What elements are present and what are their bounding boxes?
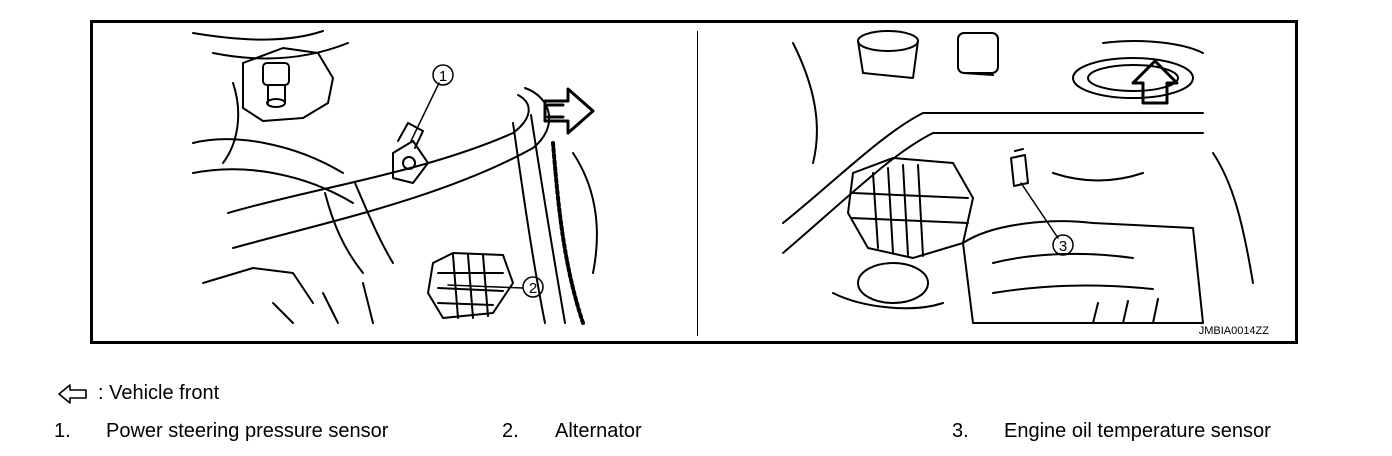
legend-item-3-number: 3. [952, 420, 969, 442]
callout-1: 1 [432, 64, 454, 86]
figure-id-label: JMBIA0014ZZ [1198, 325, 1269, 337]
vehicle-front-label: : Vehicle front [98, 382, 220, 404]
callout-3: 3 [1052, 234, 1074, 256]
svg-text:2: 2 [529, 280, 537, 297]
legend-item-1-number: 1. [54, 420, 71, 442]
left-panel-drawing [192, 30, 598, 325]
svg-text:1: 1 [439, 68, 447, 85]
legend-item-3-label: Engine oil temperature sensor [1004, 420, 1271, 442]
right-panel-drawing [782, 30, 1254, 324]
hollow-arrow-left-icon [58, 383, 87, 404]
legend-item-2-number: 2. [502, 420, 519, 442]
engine-line-drawing: 1 2 [192, 30, 1254, 325]
svg-text:3: 3 [1059, 238, 1067, 255]
legend-item-2-label: Alternator [555, 420, 642, 442]
legend-item-1-label: Power steering pressure sensor [106, 420, 389, 442]
engine-illustration-frame: 1 2 [90, 20, 1298, 344]
panel-divider [697, 31, 698, 336]
callout-2: 2 [522, 276, 544, 298]
vehicle-front-legend: : Vehicle front [56, 382, 219, 405]
